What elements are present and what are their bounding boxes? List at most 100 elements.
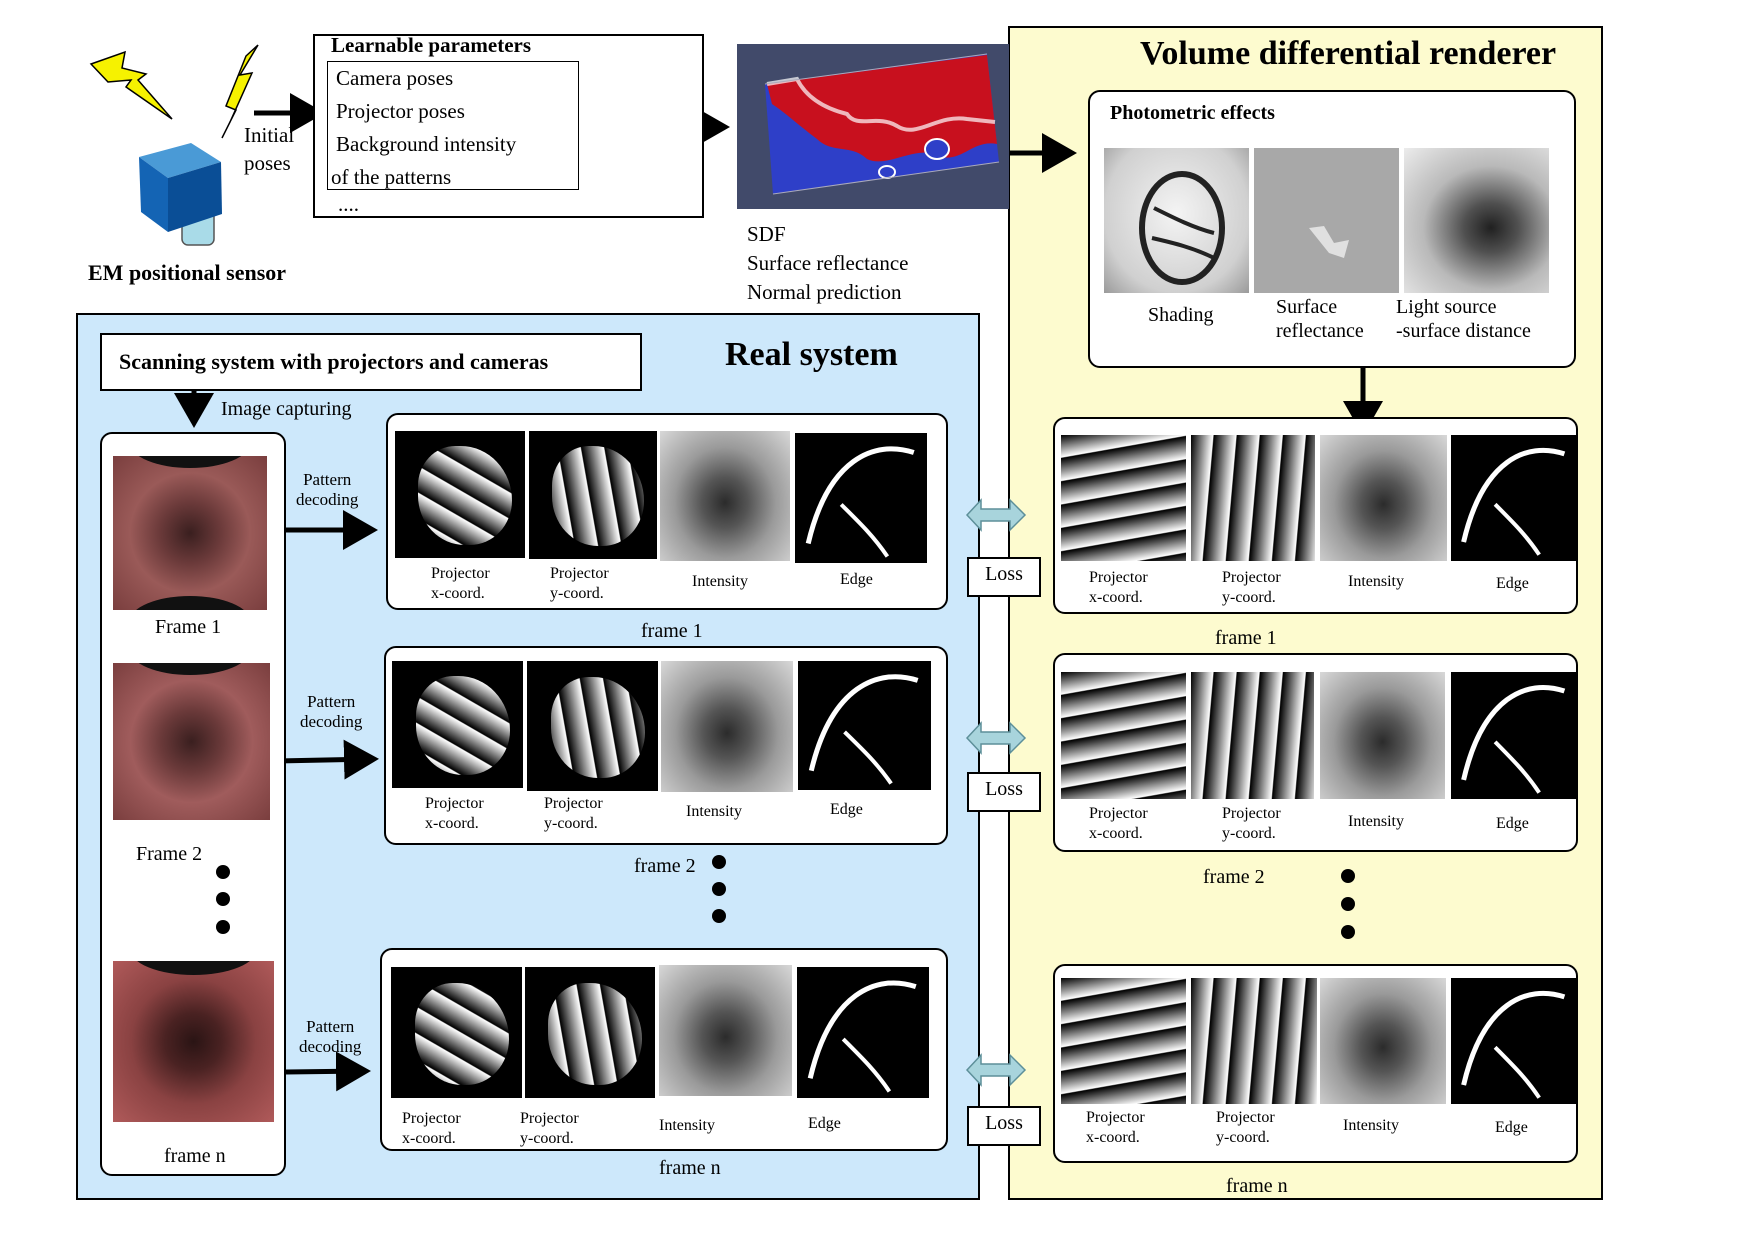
real-image-caption: x-coord. <box>402 1130 456 1147</box>
sdf-output: Surface reflectance <box>747 251 909 275</box>
rendered-image-caption: y-coord. <box>1222 825 1276 842</box>
real-image-caption: Intensity <box>686 803 742 820</box>
rendered-intensity-image <box>1320 435 1447 561</box>
rendered-image-caption: Projector <box>1222 569 1281 586</box>
param-item: Projector poses <box>336 99 465 123</box>
real-image-caption: Intensity <box>692 573 748 590</box>
shading-image <box>1104 148 1249 293</box>
scanning-system-box <box>100 333 642 391</box>
rendered-frame-caption: frame 1 <box>1215 627 1277 649</box>
rendered-image-caption: Projector <box>1089 805 1148 822</box>
real-edge-image <box>798 661 931 790</box>
real-image-caption: y-coord. <box>520 1130 574 1147</box>
rendered-image-caption: x-coord. <box>1086 1129 1140 1146</box>
real-projector-y-image <box>525 967 655 1098</box>
rendered-frame-caption: frame 2 <box>1203 866 1265 888</box>
rendered-projector-x-image <box>1061 978 1186 1104</box>
real-intensity-image <box>661 661 793 792</box>
rendered-edge-image <box>1451 435 1577 561</box>
rendered-projector-x-image <box>1061 435 1186 561</box>
real-projector-x-image <box>395 431 525 558</box>
real-image-caption: Projector <box>431 565 490 582</box>
rendered-projector-y-image <box>1191 672 1314 799</box>
real-image-caption: Edge <box>830 801 863 818</box>
rendered-projector-x-image <box>1061 672 1186 799</box>
real-frame-caption: frame n <box>659 1157 721 1179</box>
sdf-output: SDF <box>747 222 786 246</box>
lightning-bolt-1 <box>89 50 173 120</box>
real-image-caption: Edge <box>808 1115 841 1132</box>
light-distance-image <box>1404 148 1549 293</box>
real-image-caption: Intensity <box>659 1117 715 1134</box>
rendered-intensity-image <box>1320 672 1445 799</box>
real-image-caption: y-coord. <box>550 585 604 602</box>
real-image-caption: Projector <box>550 565 609 582</box>
effect-label: -surface distance <box>1396 320 1531 342</box>
arrow-decoding-2 <box>276 739 379 780</box>
real-system-title: Real system <box>725 336 898 373</box>
param-item: of the patterns <box>331 165 452 189</box>
rendered-image-caption: Edge <box>1496 575 1529 592</box>
frame-label: Frame 1 <box>155 616 222 638</box>
captured-frame-1 <box>113 456 267 610</box>
rendered-frame-caption: frame n <box>1226 1175 1288 1197</box>
effect-label: Surface <box>1276 296 1338 318</box>
frame-label: Frame 2 <box>136 843 203 865</box>
surface-reflectance-image <box>1254 148 1399 293</box>
real-image-caption: x-coord. <box>425 815 479 832</box>
real-image-caption: Edge <box>840 571 873 588</box>
lightning-bolt-2 <box>221 44 259 139</box>
ellipsis-dot <box>216 920 230 934</box>
loss-box <box>967 772 1041 812</box>
ellipsis-dot <box>712 855 726 869</box>
image-capturing-label: Image capturing <box>221 398 352 420</box>
rendered-image-caption: y-coord. <box>1222 589 1276 606</box>
param-item: Background intensity <box>336 132 517 156</box>
rendered-projector-y-image <box>1191 978 1317 1104</box>
frame-label: frame n <box>164 1145 226 1167</box>
loss-arrow-2 <box>965 721 1027 755</box>
ellipsis-dot <box>1341 925 1355 939</box>
rendered-image-caption: Projector <box>1086 1109 1145 1126</box>
rendered-image-caption: Intensity <box>1343 1117 1399 1134</box>
effect-label: Light source <box>1396 296 1497 318</box>
real-intensity-image <box>659 965 792 1096</box>
ellipsis-dot <box>1341 869 1355 883</box>
real-edge-image <box>795 433 927 563</box>
real-image-caption: Projector <box>544 795 603 812</box>
loss-label: Loss <box>985 563 1023 585</box>
real-intensity-image <box>660 431 790 561</box>
learnable-params-title: Learnable parameters <box>331 33 532 57</box>
loss-arrow-3 <box>965 1053 1027 1087</box>
learnable-params-list <box>327 61 579 190</box>
param-more: .... <box>338 192 359 216</box>
em-sensor-icon <box>139 143 222 246</box>
photometric-title: Photometric effects <box>1110 102 1275 124</box>
real-frame-caption: frame 1 <box>641 620 703 642</box>
rendered-image-caption: Projector <box>1089 569 1148 586</box>
real-projector-x-image <box>391 967 522 1098</box>
rendered-image-caption: Edge <box>1496 815 1529 832</box>
renderer-title: Volume differential renderer <box>1140 35 1557 72</box>
real-projector-y-image <box>527 661 658 791</box>
real-edge-image <box>797 967 929 1098</box>
rendered-intensity-image <box>1320 978 1446 1104</box>
rendered-image-caption: x-coord. <box>1089 825 1143 842</box>
real-image-caption: Projector <box>520 1110 579 1127</box>
rendered-projector-y-image <box>1191 435 1315 561</box>
ellipsis-dot <box>216 865 230 879</box>
loss-label: Loss <box>985 778 1023 800</box>
sdf-visualization <box>737 44 1009 209</box>
real-projector-x-image <box>392 661 523 788</box>
rendered-image-caption: y-coord. <box>1216 1129 1270 1146</box>
loss-box <box>967 557 1041 597</box>
loss-arrow-1 <box>965 498 1027 532</box>
real-frame-caption: frame 2 <box>634 855 696 877</box>
effect-label: reflectance <box>1276 320 1364 342</box>
ellipsis-dot <box>216 892 230 906</box>
ellipsis-dot <box>712 909 726 923</box>
